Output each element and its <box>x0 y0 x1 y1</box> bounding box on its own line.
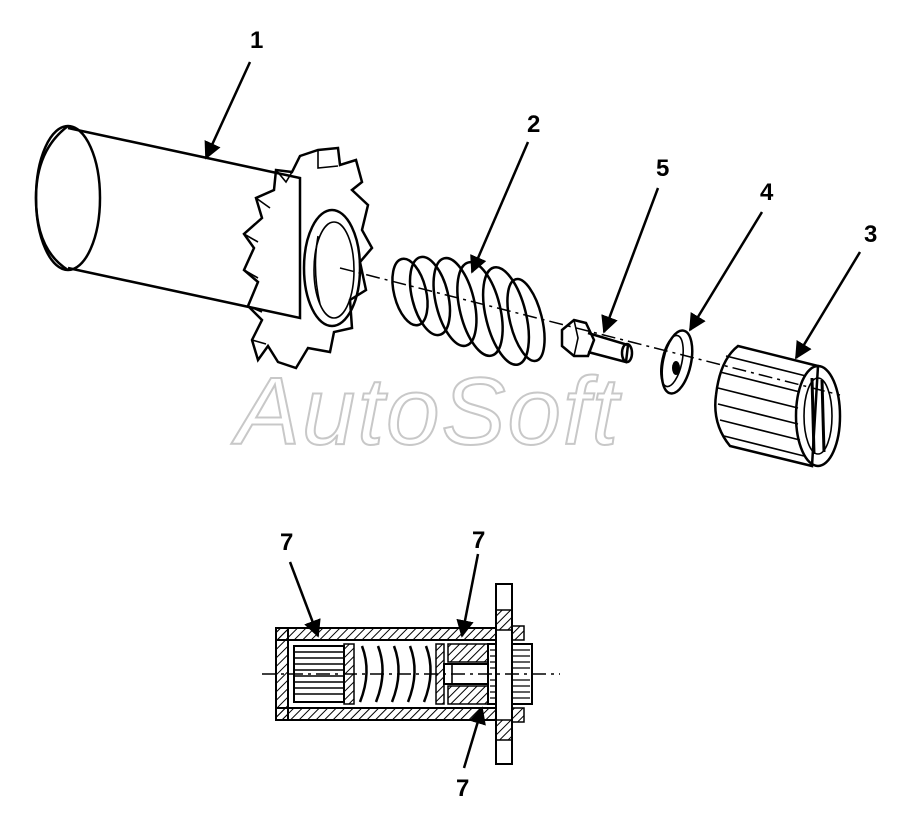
part-1-drive-cylinder <box>34 124 302 320</box>
callout-2: 2 <box>527 111 540 138</box>
callout-7-left: 7 <box>280 529 293 556</box>
callout-7-right-top: 7 <box>472 527 485 554</box>
leader-arrows-top <box>204 61 862 360</box>
centre-axis-line <box>339 267 841 396</box>
part-4-washer <box>660 329 694 395</box>
section-view-assembly <box>262 583 560 765</box>
callout-4: 4 <box>760 179 774 206</box>
part-2-spring <box>391 255 546 367</box>
part-3-splined-sleeve <box>714 344 842 468</box>
part-1-gear <box>242 146 374 370</box>
callout-7-bottom: 7 <box>456 775 469 802</box>
leader-arrows-section <box>288 553 486 769</box>
callout-5: 5 <box>656 155 669 182</box>
callout-1: 1 <box>250 27 263 54</box>
watermark-text: AutoSoft <box>231 358 622 465</box>
part-5-pin <box>560 318 634 364</box>
callout-3: 3 <box>864 221 877 248</box>
